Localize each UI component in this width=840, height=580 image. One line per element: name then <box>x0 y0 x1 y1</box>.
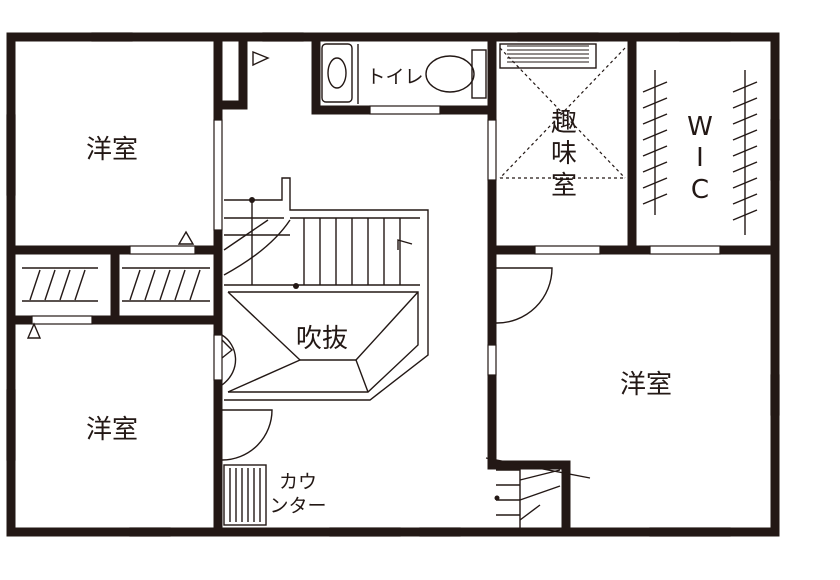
hobby-room-hatch <box>499 43 626 179</box>
doors <box>26 50 553 461</box>
toilet-fixtures <box>321 43 487 104</box>
staircase <box>223 177 429 401</box>
room-label-wic-i: I <box>696 143 704 173</box>
room-label-hobby-3: 室 <box>551 171 577 201</box>
room-label-fukinuke: 吹抜 <box>296 324 348 354</box>
room-label-wic-w: W <box>687 112 713 142</box>
closet-hatching <box>22 70 758 302</box>
room-label-hobby-2: 味 <box>551 139 577 169</box>
room-label-western-right: 洋室 <box>620 370 672 400</box>
small-stair <box>485 457 591 528</box>
room-labels: 洋室 洋室 洋室 吹抜 トイレ 趣 味 室 W I C カウ ンター <box>86 66 713 517</box>
room-label-western-bottom-left: 洋室 <box>86 415 138 445</box>
room-label-counter-2: ンター <box>269 495 326 517</box>
counter <box>223 464 267 526</box>
room-label-hobby-1: 趣 <box>551 108 577 138</box>
room-label-counter-1: カウ <box>279 471 317 493</box>
room-label-toilet: トイレ <box>366 66 423 88</box>
interior-windows <box>31 105 721 381</box>
room-label-western-top-left: 洋室 <box>86 135 138 165</box>
room-label-wic-c: C <box>691 175 709 205</box>
